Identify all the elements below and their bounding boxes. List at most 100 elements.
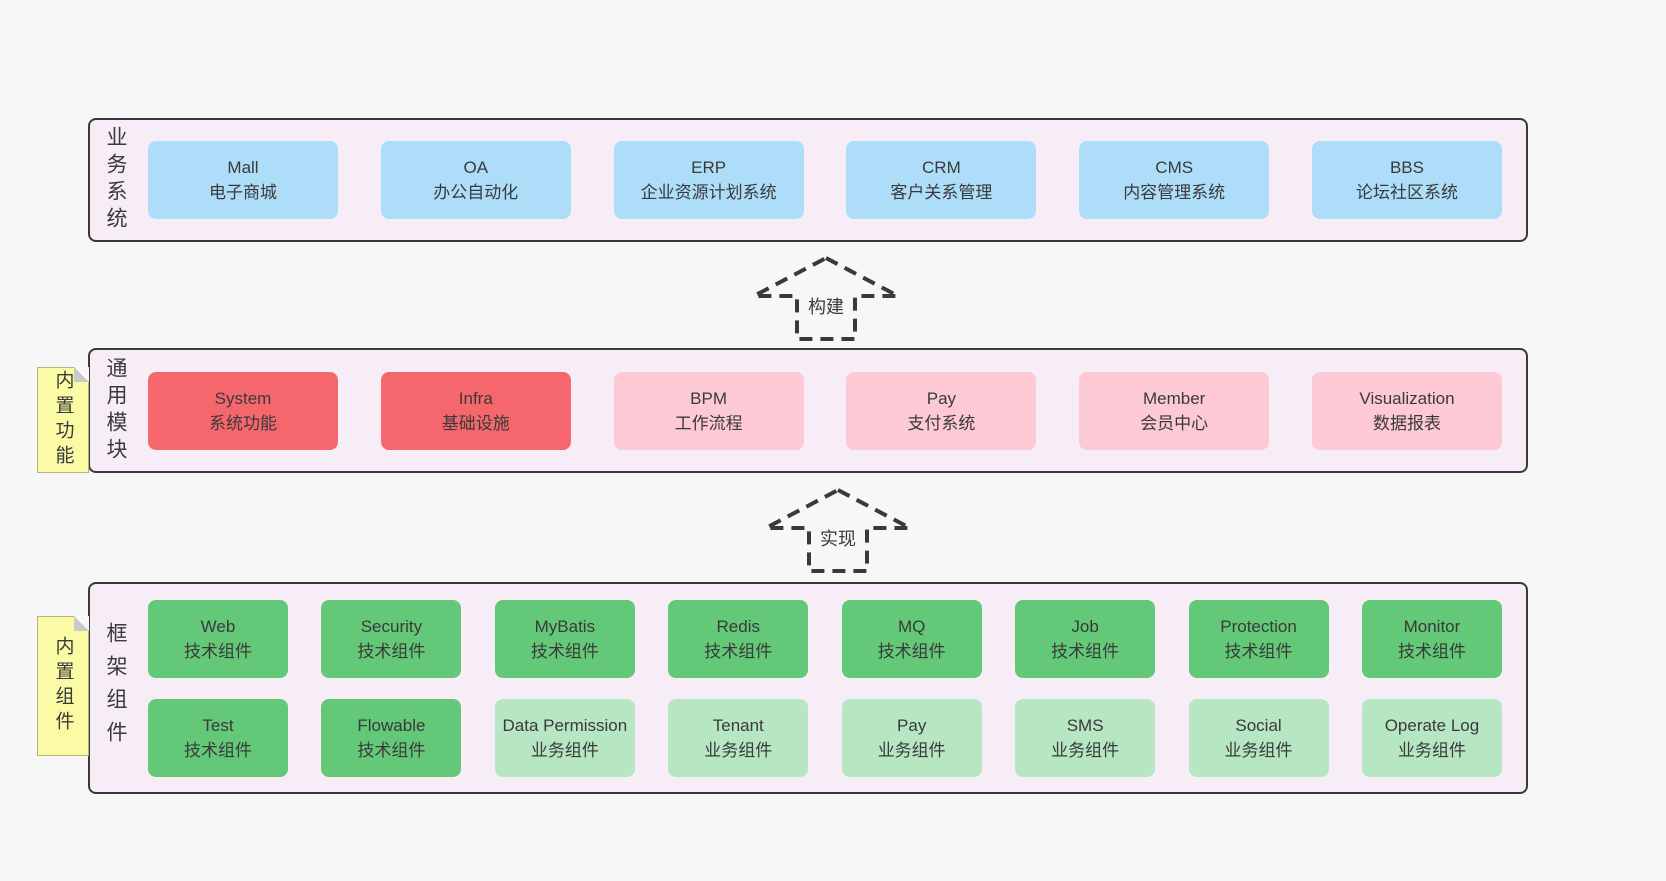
box-flowable: Flowable 技术组件	[321, 698, 462, 777]
sticky-note-built-in-components: 内置组件	[37, 616, 89, 756]
band-3-row-2: Test 技术组件 Flowable 技术组件 Data Permission …	[148, 698, 1502, 777]
box-pay-component: Pay 业务组件	[841, 698, 982, 777]
box-subtitle: 系统功能	[209, 413, 277, 433]
build-arrow: 构建	[748, 253, 904, 343]
box-redis: Redis 技术组件	[668, 599, 809, 678]
box-subtitle: 工作流程	[674, 413, 743, 433]
box-title: Web	[200, 616, 236, 636]
band-2-rows: System 系统功能 Infra 基础设施 BPM 工作流程 Pay 支付系统…	[132, 371, 1526, 450]
box-subtitle: 技术组件	[357, 641, 426, 661]
box-data-permission: Data Permission 业务组件	[494, 698, 635, 777]
box-system: System 系统功能	[148, 371, 338, 450]
band-1-rows: Mall 电子商城 OA 办公自动化 ERP 企业资源计划系统 CRM 客户关系…	[132, 141, 1526, 219]
box-title: Pay	[897, 715, 927, 735]
box-title: Security	[360, 616, 423, 636]
box-subtitle: 业务组件	[1224, 740, 1293, 760]
box-subtitle: 内容管理系统	[1123, 183, 1226, 202]
box-crm: CRM 客户关系管理	[846, 141, 1037, 219]
box-subtitle: 企业资源计划系统	[640, 183, 777, 202]
box-subtitle: 论坛社区系统	[1355, 183, 1458, 202]
box-operate-log: Operate Log 业务组件	[1361, 698, 1502, 777]
box-infra: Infra 基础设施	[380, 371, 571, 450]
box-title: Job	[1071, 616, 1099, 636]
band-label-framework-components: 框架组件	[104, 622, 127, 754]
note-text: 内置功能	[52, 370, 74, 470]
implement-arrow: 实现	[760, 485, 916, 575]
band-label-common-modules: 通用模块	[104, 356, 127, 465]
box-subtitle: 技术组件	[184, 641, 252, 661]
box-pay-module: Pay 支付系统	[846, 371, 1037, 450]
box-bpm: BPM 工作流程	[613, 371, 804, 450]
box-title: MyBatis	[534, 616, 596, 636]
box-title: SMS	[1066, 715, 1104, 735]
note-text: 内置组件	[52, 636, 74, 736]
box-subtitle: 会员中心	[1140, 413, 1209, 433]
box-subtitle: 技术组件	[357, 740, 426, 760]
up-arrow-icon	[753, 255, 899, 341]
box-subtitle: 技术组件	[1224, 641, 1293, 661]
box-subtitle: 办公自动化	[433, 183, 519, 202]
box-subtitle: 客户关系管理	[890, 183, 993, 202]
box-cms: CMS 内容管理系统	[1079, 141, 1270, 219]
box-visualization: Visualization 数据报表	[1311, 371, 1502, 450]
box-title: Test	[202, 715, 234, 735]
box-title: Visualization	[1359, 388, 1455, 408]
box-subtitle: 数据报表	[1372, 413, 1441, 433]
box-title: Infra	[458, 388, 493, 408]
box-subtitle: 基础设施	[441, 413, 510, 433]
box-subtitle: 技术组件	[1397, 641, 1466, 661]
box-title: Member	[1143, 388, 1206, 408]
sticky-note-built-in-features: 内置功能	[37, 367, 89, 473]
box-subtitle: 技术组件	[184, 740, 252, 760]
band-1-row: Mall 电子商城 OA 办公自动化 ERP 企业资源计划系统 CRM 客户关系…	[148, 141, 1502, 219]
box-social: Social 业务组件	[1188, 698, 1329, 777]
box-title: CMS	[1155, 158, 1194, 177]
band-3-row-1: Web 技术组件 Security 技术组件 MyBatis 技术组件 Redi…	[148, 599, 1502, 678]
box-title: ERP	[691, 158, 727, 177]
box-title: Data Permission	[502, 715, 628, 735]
up-arrow-icon	[765, 487, 911, 573]
box-mybatis: MyBatis 技术组件	[494, 599, 635, 678]
box-subtitle: 业务组件	[1051, 740, 1120, 760]
box-subtitle: 技术组件	[1051, 641, 1120, 661]
box-title: BBS	[1389, 158, 1424, 177]
band-framework-components: 框架组件 Web 技术组件 Security 技术组件 MyBatis 技术组件…	[88, 582, 1528, 794]
implement-arrow-label: 实现	[760, 525, 916, 551]
box-title: CRM	[922, 158, 961, 177]
box-title: Social	[1235, 715, 1282, 735]
box-monitor: Monitor 技术组件	[1361, 599, 1502, 678]
box-title: OA	[463, 158, 489, 177]
box-title: Monitor	[1403, 616, 1461, 636]
box-title: BPM	[690, 388, 728, 408]
box-test: Test 技术组件	[148, 698, 288, 777]
band-2-row: System 系统功能 Infra 基础设施 BPM 工作流程 Pay 支付系统…	[148, 371, 1502, 450]
box-subtitle: 技术组件	[704, 641, 773, 661]
box-title: Operate Log	[1384, 715, 1480, 735]
box-mq: MQ 技术组件	[841, 599, 982, 678]
box-mall: Mall 电子商城	[148, 141, 338, 219]
band-common-modules: 通用模块 System 系统功能 Infra 基础设施 BPM 工作流程 Pay…	[88, 348, 1528, 473]
box-title: Flowable	[357, 715, 426, 735]
box-title: Pay	[926, 388, 957, 408]
box-subtitle: 业务组件	[1397, 740, 1466, 760]
band-business-systems: 业务系统 Mall 电子商城 OA 办公自动化 ERP 企业资源计划系统 CRM…	[88, 118, 1528, 242]
box-erp: ERP 企业资源计划系统	[613, 141, 804, 219]
box-web: Web 技术组件	[148, 599, 288, 678]
box-sms: SMS 业务组件	[1015, 698, 1156, 777]
box-subtitle: 业务组件	[704, 740, 773, 760]
box-title: Tenant	[712, 715, 764, 735]
box-title: MQ	[897, 616, 926, 636]
box-title: Mall	[227, 158, 259, 177]
box-subtitle: 业务组件	[877, 740, 946, 760]
box-tenant: Tenant 业务组件	[668, 698, 809, 777]
box-subtitle: 技术组件	[530, 641, 599, 661]
band-label-business-systems: 业务系统	[104, 126, 127, 234]
box-title: Protection	[1220, 616, 1297, 636]
box-bbs: BBS 论坛社区系统	[1311, 141, 1502, 219]
box-subtitle: 支付系统	[907, 413, 976, 433]
box-member: Member 会员中心	[1079, 371, 1270, 450]
box-protection: Protection 技术组件	[1188, 599, 1329, 678]
box-title: Redis	[716, 616, 760, 636]
band-3-rows: Web 技术组件 Security 技术组件 MyBatis 技术组件 Redi…	[132, 599, 1526, 777]
